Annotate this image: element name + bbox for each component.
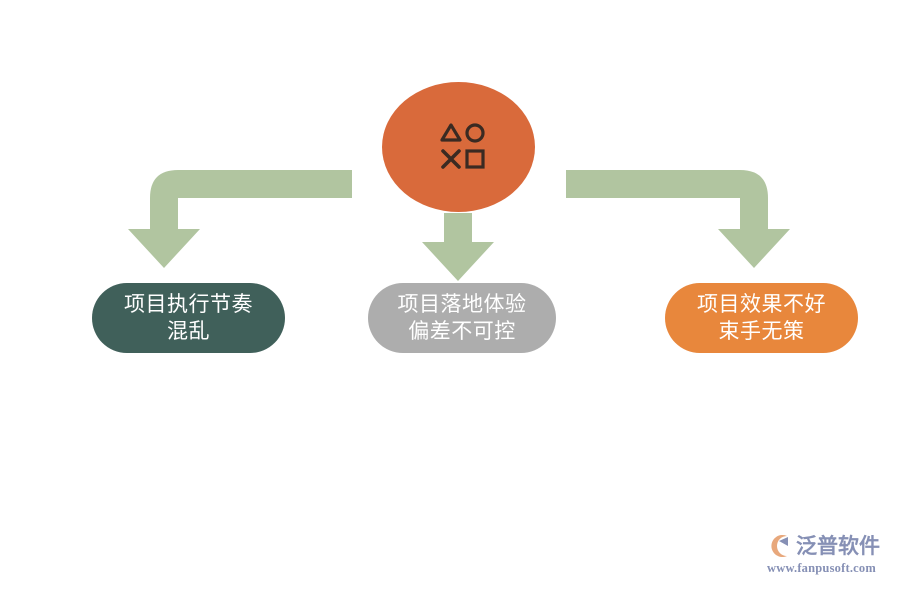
pill-1-line-1: 项目执行节奏 [124, 292, 253, 316]
connector-right-arrow [566, 170, 790, 268]
pill-3-line-2: 束手无策 [718, 320, 805, 343]
circle-icon [464, 123, 485, 143]
connector-left-arrow [128, 170, 352, 268]
pill-3-line-1: 项目效果不好 [697, 292, 826, 316]
brand-url: www.fanpusoft.com [767, 561, 876, 575]
connector-center-arrow [422, 213, 494, 281]
shapes-grid-icon [439, 123, 485, 169]
fanpu-logo-mark [771, 535, 788, 557]
brand-name: 泛普软件 [796, 534, 880, 558]
brand-watermark: 泛普软件 www.fanpusoft.com [766, 533, 890, 585]
pill-2-line-2: 偏差不可控 [408, 320, 516, 343]
pill-2-line-1: 项目落地体验 [397, 292, 527, 316]
triangle-icon [439, 123, 462, 142]
pill-project-delivery-experience[interactable]: 项目落地体验 偏差不可控 [368, 283, 556, 353]
cross-icon [440, 149, 461, 169]
hub-circle[interactable] [382, 82, 535, 212]
pill-project-execution-rhythm[interactable]: 项目执行节奏 混乱 [92, 283, 285, 353]
pill-1-line-2: 混乱 [167, 320, 210, 343]
brand-row: 泛普软件 [766, 533, 880, 559]
pill-project-outcome-poor[interactable]: 项目效果不好 束手无策 [665, 283, 858, 353]
square-icon [464, 149, 485, 169]
